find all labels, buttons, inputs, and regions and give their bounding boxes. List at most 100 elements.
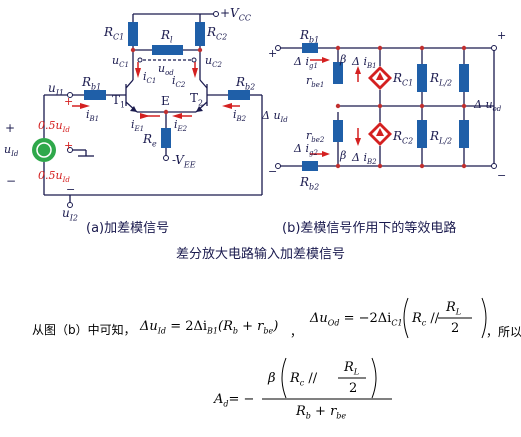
caption-a: (a)加差模信号 [86,221,170,236]
circuit-a-current-arrows [72,62,240,119]
plus-left-a: + [5,121,16,135]
rc1-resistor [128,22,138,46]
caption-b: (b)差模信号作用下的等效电路 [282,221,457,236]
minus-left-a: − [6,174,17,188]
rc1-eq-label: RC1 [393,71,414,88]
rbe2-label: rbe2 [306,129,325,145]
circuit-b-current-arrows [310,57,361,157]
uod-label: uod [158,62,174,78]
rb2-resistor [228,90,250,100]
figure-title: 差分放大电路输入加差模信号 [176,247,346,262]
half-uid-bot-label: 0.5uId [38,169,70,185]
so-text: ，所以 [486,325,521,339]
comma-1: ， [290,325,303,339]
ad-rc: Rc // [290,371,318,388]
rb1-label: Rb1 [82,75,102,92]
duod-label: Δ uod [474,98,502,114]
plus-b-top: + [268,47,278,60]
vee-label: -VEE [172,153,196,170]
ib2-label: iB2 [233,108,247,124]
ad-lhs: Ad= − [214,392,255,409]
t2-emitter-arrow [196,106,203,112]
uc2-label: uC2 [205,54,222,70]
source-inner [36,142,52,158]
e-node-label: E [161,94,170,108]
re-resistor [161,128,171,148]
rl-bot-resistor [459,120,469,148]
circuit-a-wires [43,13,263,205]
duid-label: Δ uId [262,109,288,125]
rc2-eq-label: RC2 [393,129,414,146]
vcc-label: +VCC [220,6,251,23]
ie2-label: iE2 [174,118,188,134]
node-c1 [130,47,136,53]
plus-b-out: + [497,29,507,42]
equation-1: ΔuId = 2ΔiB1(Rb + rbe) [140,319,279,336]
rl-resistor [152,45,183,55]
rl-top-resistor [459,64,469,92]
ic2-label: iC2 [172,74,186,90]
vcc-terminal [213,11,219,17]
mid-terminal [67,147,73,153]
ad-two: 2 [349,381,358,396]
formula-strokes [262,297,487,400]
ad-denominator: Rb + rbe [296,404,347,421]
rb2-label: Rb2 [236,75,256,92]
plus-top-a: + [64,95,74,108]
ad-rl: RL [344,360,360,377]
ui2-terminal [67,202,73,208]
minus-bot-a: − [66,183,76,196]
dib2-label: Δ iB2 [352,151,377,167]
ad-beta: β [268,371,276,386]
derivation-intro: 从图（b）中可知， [32,323,136,337]
circuit-b-nodes [335,45,467,169]
rc1-eq-resistor [417,64,427,92]
t1-emitter-arrow [130,106,137,112]
equation-2-den: 2 [451,321,460,336]
dep-arrow-top [376,72,384,80]
ie1-label: iE1 [131,118,145,134]
dig1-label: Δ ig1 [294,55,318,71]
rbe1-resistor [333,62,343,84]
uc2-terminal [191,57,197,63]
rl-bot-label: RL/2 [430,129,453,146]
rc1-label: RC1 [104,25,125,42]
equation-2-num: RL [446,300,462,317]
t1-label: T1 [112,93,126,110]
rb1-resistor [84,90,106,100]
rc2-eq-resistor [417,120,427,148]
uc1-label: uC1 [112,54,129,70]
minus-b-out: − [497,169,507,182]
rc2-label: RC2 [207,25,228,42]
vee-terminal [163,155,169,161]
ui1-label: uI1 [48,81,64,98]
re-label: Re [143,132,157,149]
rb2-eq-label: Rb2 [300,175,320,192]
dig2-label: Δ ig2 [294,142,318,158]
plus-mid-a: + [64,139,74,152]
b-in-top [275,45,281,51]
source-symbol [32,138,56,162]
rl-label: Rl [161,28,173,45]
rl-top-label: RL/2 [430,71,453,88]
uid-label: uId [4,143,19,159]
ic1-label: iC1 [143,70,157,86]
node-c2 [197,47,203,53]
ui1-terminal [67,92,73,98]
beta-top-label: β [340,53,347,66]
circuit-b-wires [278,47,495,167]
equation-2-rc: Rc // [412,311,440,328]
rb2-eq-resistor [302,161,318,171]
t2-label: T2 [190,91,204,108]
minus-b-bot: − [268,165,278,178]
ui2-label: uI2 [62,206,78,223]
rb1-eq-label: Rb1 [300,28,320,45]
half-uid-top-label: 0.5uId [38,119,70,135]
equation-2-lhs: ΔuOd = −2ΔiC1 [310,311,403,328]
node-e [163,109,169,115]
uc1-terminal [137,57,143,63]
dep-arrow-bot [376,128,384,136]
beta-bot-label: β [340,149,347,162]
